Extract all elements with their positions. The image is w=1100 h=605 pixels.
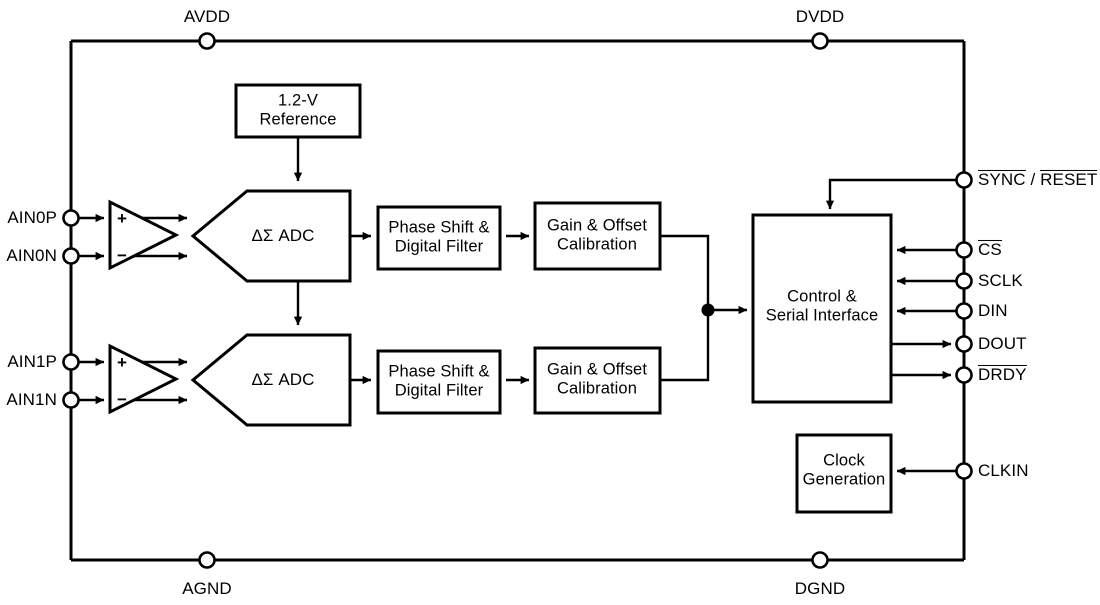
label-adc0: ΔΣ ADC <box>251 225 315 245</box>
calib1-line1: Gain & Offset <box>546 360 648 379</box>
label-calib1: Gain & Offset Calibration <box>547 361 647 400</box>
label-ain0p: AIN0P <box>7 207 57 227</box>
pin-label-part: SYNC <box>978 169 1026 189</box>
label-ain1n: AIN1N <box>6 389 57 409</box>
amp1-minus-sign: − <box>117 390 127 409</box>
block-clock <box>795 433 893 514</box>
calib0-line1: Gain & Offset <box>546 216 648 235</box>
label-control: Control & Serial Interface <box>766 288 879 327</box>
control-line1: Control & <box>787 287 857 306</box>
pin-ain1p <box>62 353 80 371</box>
junction-dot <box>701 303 715 317</box>
label-filter1: Phase Shift & Digital Filter <box>388 363 489 402</box>
pin-label-part: DRDY <box>978 364 1027 384</box>
label-dout: DOUT <box>978 334 1027 354</box>
label-agnd: AGND <box>182 578 232 598</box>
pin-label-part: CLKIN <box>978 460 1029 480</box>
pin-dvdd <box>811 32 829 50</box>
calib0-line2: Calibration <box>557 236 637 254</box>
pin-din <box>955 302 973 320</box>
pin-label-part: RESET <box>1040 169 1098 189</box>
pin-drdy <box>955 366 973 384</box>
pin-ain1n <box>62 391 80 409</box>
amp1-plus-sign: + <box>117 353 127 372</box>
block-calib0 <box>533 201 662 271</box>
label-filter0: Phase Shift & Digital Filter <box>388 219 489 258</box>
clock-line1: Clock <box>823 451 865 470</box>
wire-sync-reset-to-control <box>825 178 957 210</box>
label-cs: CS <box>978 239 1002 260</box>
block-adc1 <box>190 333 352 427</box>
label-adc1: ΔΣ ADC <box>251 369 315 389</box>
amp0-plus-sign: + <box>117 209 127 228</box>
label-clkin: CLKIN <box>978 461 1029 481</box>
reference-line2: Reference <box>259 111 337 129</box>
pin-label-part: DIN <box>978 300 1008 320</box>
block-filter0 <box>376 205 502 271</box>
label-dgnd: DGND <box>794 578 846 598</box>
label-calib0: Gain & Offset Calibration <box>547 217 647 256</box>
wire-calib0-to-bus <box>660 234 710 310</box>
pin-ain0n <box>62 247 80 265</box>
pin-ain0p <box>62 209 80 227</box>
reference-line1: 1.2-V <box>278 91 318 110</box>
block-reference <box>234 83 362 139</box>
label-clock: Clock Generation <box>803 452 886 491</box>
pin-agnd <box>198 551 216 569</box>
filter1-line2: Digital Filter <box>394 382 484 400</box>
block-adc0 <box>190 189 352 283</box>
label-drdy: DRDY <box>978 364 1027 385</box>
pin-avdd <box>198 32 216 50</box>
label-din: DIN <box>978 301 1008 321</box>
block-amp0 <box>108 199 180 271</box>
pin-label-part: DOUT <box>978 333 1027 353</box>
block-amp1 <box>108 343 180 415</box>
filter0-line1: Phase Shift & <box>388 218 490 237</box>
filter1-line1: Phase Shift & <box>388 362 490 381</box>
pin-label-part: SCLK <box>978 270 1023 290</box>
pin-sclk <box>955 272 973 290</box>
label-reference: 1.2-V Reference <box>259 92 336 131</box>
label-ain0n: AIN0N <box>6 245 57 265</box>
pin-dout <box>955 335 973 353</box>
pin-dgnd <box>811 551 829 569</box>
clock-line2: Generation <box>802 471 886 489</box>
block-calib1 <box>533 346 662 415</box>
filter0-line2: Digital Filter <box>394 238 484 256</box>
block-control <box>751 213 893 404</box>
calib1-line2: Calibration <box>557 380 637 398</box>
pin-label-part: / <box>1025 169 1041 189</box>
label-sync-reset: SYNC / RESET <box>978 169 1098 190</box>
wire-calib1-to-bus <box>660 310 710 382</box>
pin-cs <box>955 241 973 259</box>
label-sclk: SCLK <box>978 271 1023 291</box>
label-avdd: AVDD <box>183 6 231 26</box>
control-line2: Serial Interface <box>765 307 879 325</box>
pin-clkin <box>955 462 973 480</box>
label-ain1p: AIN1P <box>7 351 57 371</box>
block-filter1 <box>376 349 502 415</box>
pin-sync-reset <box>955 171 973 189</box>
pin-label-part: CS <box>978 239 1002 259</box>
label-dvdd: DVDD <box>795 6 845 26</box>
amp0-minus-sign: − <box>117 246 127 265</box>
